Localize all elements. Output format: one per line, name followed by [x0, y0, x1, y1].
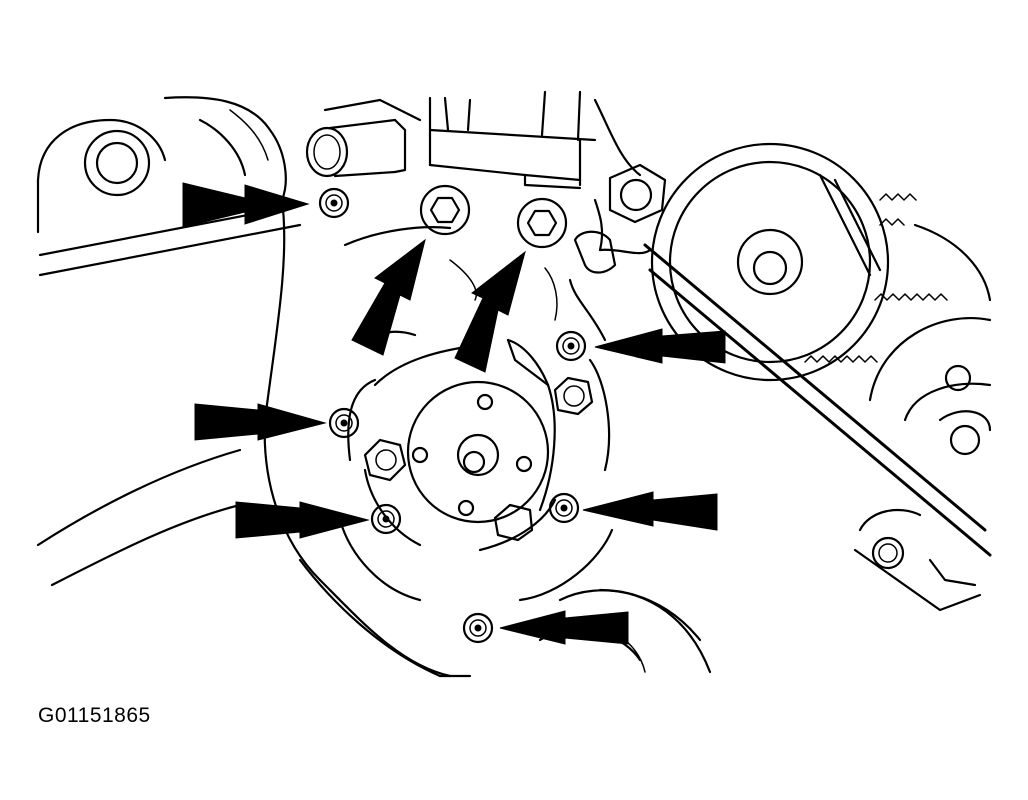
arrow-icon: [351, 238, 426, 356]
arrow-icon: [594, 328, 726, 364]
arrow-icon: [454, 250, 526, 373]
bolt-upper-hex-right: [516, 197, 568, 249]
arrow-icon: [582, 491, 718, 531]
bolt-left-lower: [370, 503, 402, 535]
bolt-bottom: [462, 612, 494, 644]
bolt-upper-hex-left: [419, 184, 471, 236]
arrow-icon: [499, 610, 629, 645]
engine-outline: [36, 90, 992, 678]
arrow-icon: [182, 182, 310, 228]
arrow-icon: [235, 501, 370, 539]
bolt-left-middle: [328, 407, 360, 439]
figure-reference-code: G01151865: [38, 704, 151, 727]
bolt-right-lower: [548, 492, 580, 524]
bolt-right-upper: [555, 330, 587, 362]
arrow-icon: [194, 403, 327, 441]
bolt-upper-left: [318, 187, 350, 219]
